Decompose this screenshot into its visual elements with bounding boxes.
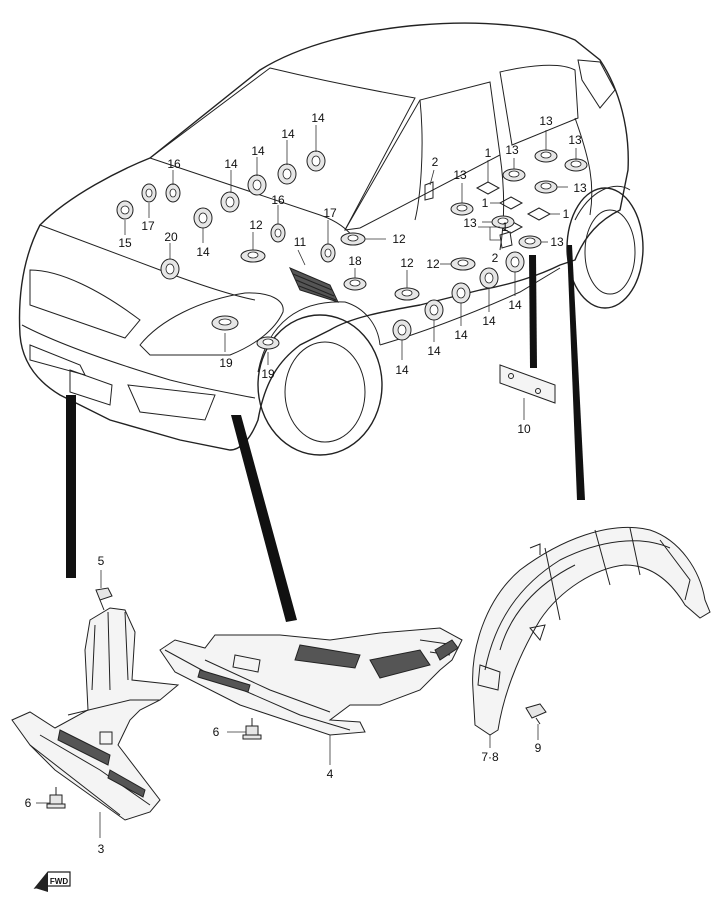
label-14: 14 (508, 298, 522, 312)
grommet-12-row (211, 232, 476, 350)
label-13: 13 (539, 114, 553, 128)
plug-14-row (193, 150, 525, 341)
part-3-left-undercover (11, 607, 180, 821)
label-17: 17 (323, 206, 337, 220)
label-12: 12 (426, 257, 440, 271)
label-4: 4 (327, 767, 334, 781)
pointer-arrows (66, 245, 585, 622)
label-13: 13 (550, 235, 564, 249)
label-15: 15 (118, 236, 132, 250)
label-12: 12 (392, 232, 406, 246)
label-13: 13 (573, 181, 587, 195)
label-13: 13 (463, 216, 477, 230)
part-10-bracket (499, 364, 556, 404)
label-1: 1 (502, 220, 509, 234)
bolt-6b (46, 787, 66, 809)
label-1: 1 (482, 196, 489, 210)
part-11-grille (289, 267, 339, 303)
label-16: 16 (167, 157, 181, 171)
label-7-8: 7·8 (481, 750, 499, 764)
bolt-6a (242, 718, 262, 740)
label-9: 9 (535, 741, 542, 755)
label-1: 1 (485, 146, 492, 160)
label-6: 6 (25, 796, 32, 810)
label-13: 13 (568, 133, 582, 147)
label-20: 20 (164, 230, 178, 244)
label-19: 19 (219, 356, 233, 370)
leader-lines (36, 125, 577, 838)
label-14: 14 (196, 245, 210, 259)
label-14: 14 (427, 344, 441, 358)
car-body (18, 22, 644, 456)
label-2: 2 (492, 251, 499, 265)
label-16: 16 (271, 193, 285, 207)
label-12: 12 (400, 256, 414, 270)
label-14: 14 (224, 157, 238, 171)
part-4-center-undercover (159, 627, 463, 736)
label-14: 14 (482, 314, 496, 328)
label-10: 10 (517, 422, 531, 436)
label-12: 12 (249, 218, 263, 232)
label-19: 19 (261, 367, 275, 381)
label-3: 3 (98, 842, 105, 856)
label-2: 2 (432, 155, 439, 169)
part-7-8-fender-liner (472, 526, 711, 736)
label-5: 5 (98, 554, 105, 568)
label-11: 11 (294, 235, 307, 249)
label-14: 14 (395, 363, 409, 377)
part-labels: 14 14 14 14 16 17 15 14 16 12 17 20 11 1… (25, 111, 587, 856)
label-13: 13 (505, 143, 519, 157)
label-14: 14 (251, 144, 265, 158)
label-6: 6 (213, 725, 220, 739)
fasteners (46, 587, 547, 809)
grommet-13-row (450, 149, 588, 249)
fwd-label: FWD (50, 877, 68, 886)
label-1: 1 (563, 207, 570, 221)
grommets (116, 149, 588, 350)
label-14: 14 (454, 328, 468, 342)
label-14: 14 (281, 127, 295, 141)
label-13: 13 (453, 168, 467, 182)
label-17: 17 (141, 219, 155, 233)
label-14: 14 (311, 111, 325, 125)
fwd-arrow-icon: FWD (33, 871, 71, 892)
label-18: 18 (348, 254, 362, 268)
